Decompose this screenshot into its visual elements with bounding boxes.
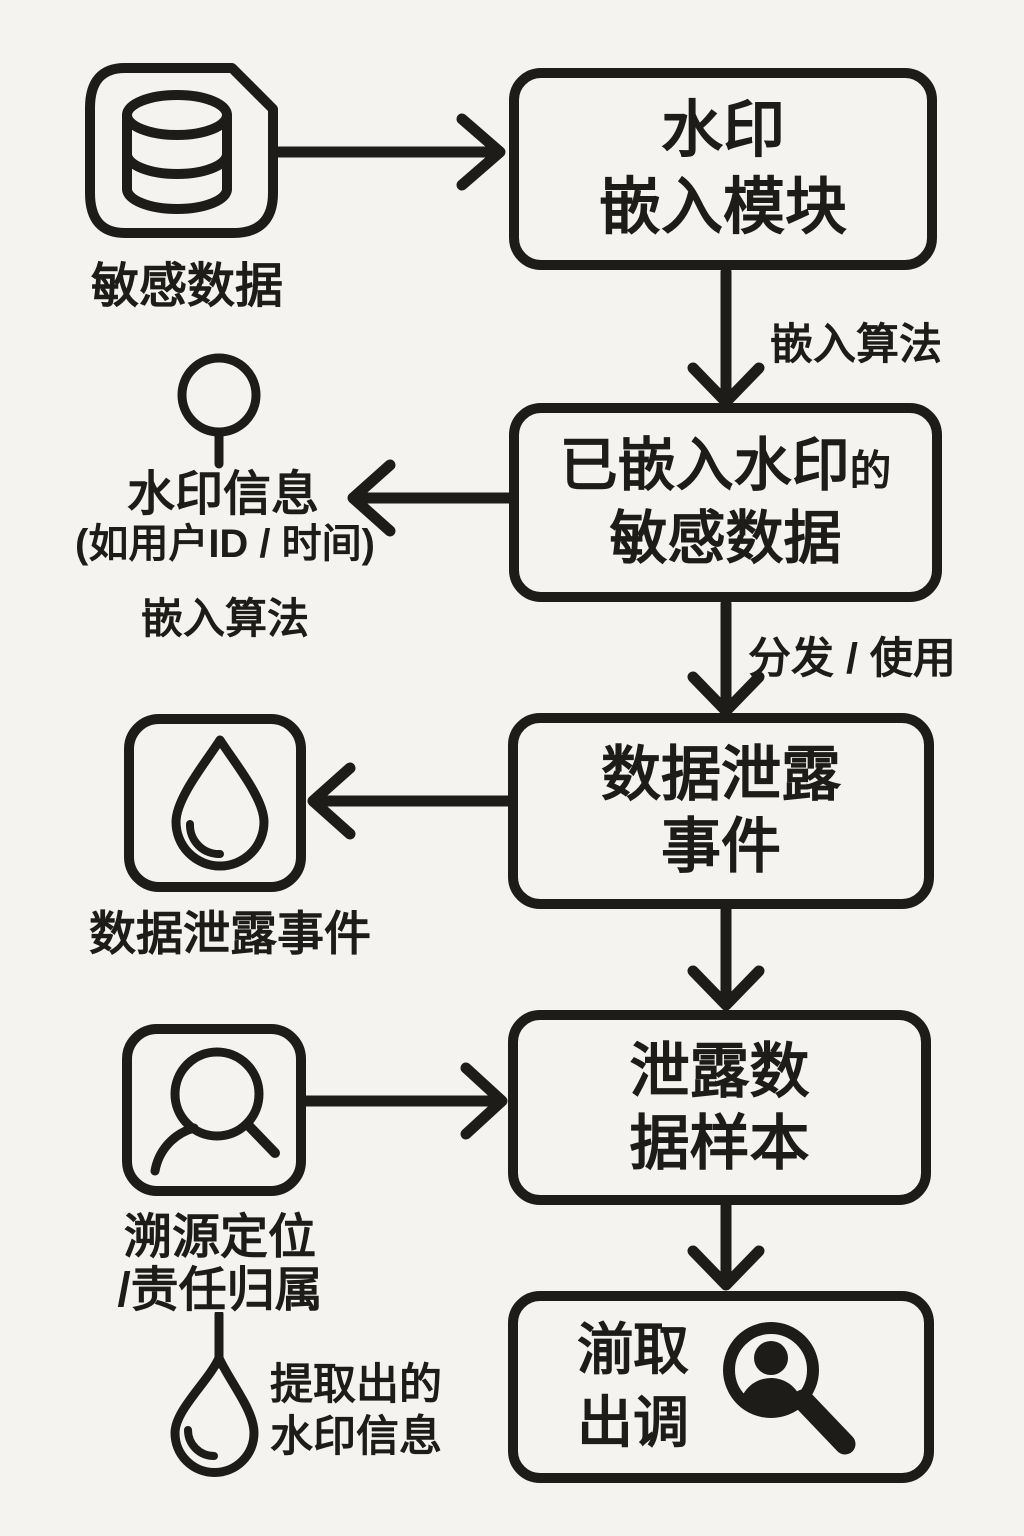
node-leak-event: 数据泄露 事件 bbox=[508, 713, 934, 909]
leak-event-line2: 事件 bbox=[661, 813, 781, 880]
watermark-info-line3: 嵌入算法 bbox=[140, 595, 309, 642]
watermarked-line1: 已嵌入水印的 bbox=[560, 430, 892, 503]
arrow-source-to-embed-module bbox=[272, 113, 506, 191]
watermark-info-line2: (如用户ID / 时间) bbox=[75, 522, 375, 566]
watermarked-line1-suffix: 的 bbox=[849, 447, 892, 494]
edge-label-distribute: 分发 / 使用 bbox=[748, 635, 956, 683]
extract-module-text: 湔取 出调 bbox=[577, 1314, 689, 1460]
source-label: 敏感数据 bbox=[90, 260, 283, 313]
person-search-solid-icon bbox=[723, 1322, 856, 1455]
arrow-watermarked-to-watermark-info bbox=[347, 459, 516, 537]
arrow-leak-sample-to-extract-module bbox=[687, 1200, 765, 1291]
embed-module-line2: 嵌入模块 bbox=[598, 173, 847, 242]
extract-module-line1: 湔取 bbox=[577, 1318, 689, 1382]
leak-event-line1: 数据泄露 bbox=[601, 741, 841, 808]
leak-sample-line1: 泄露数 bbox=[629, 1037, 810, 1105]
database-icon bbox=[85, 63, 278, 238]
hanging-drop-icon bbox=[170, 1312, 259, 1477]
person-search-icon bbox=[122, 1024, 306, 1196]
extracted-line2: 水印信息 bbox=[270, 1413, 442, 1461]
leak-sample-line2: 据样本 bbox=[629, 1109, 810, 1177]
trace-line2: /责任归属 bbox=[117, 1264, 323, 1317]
arrow-embed-module-to-watermarked bbox=[687, 266, 765, 408]
arrow-leak-event-to-leak-sample bbox=[687, 904, 765, 1011]
watermarked-line2: 敏感数据 bbox=[609, 505, 842, 571]
leak-marker-label: 数据泄露事件 bbox=[89, 907, 371, 960]
node-embed-module: 水印 嵌入模块 bbox=[509, 68, 937, 270]
node-watermarked-data: 已嵌入水印的 敏感数据 bbox=[509, 403, 942, 602]
node-leak-sample: 泄露数 据样本 bbox=[508, 1010, 931, 1205]
water-drop-icon bbox=[124, 714, 306, 892]
arrow-trace-to-leak-sample bbox=[300, 1062, 508, 1140]
extract-module-line2: 出调 bbox=[577, 1391, 689, 1454]
watermarked-line1-main: 已嵌入水印 bbox=[559, 433, 850, 498]
node-extract-module: 湔取 出调 bbox=[508, 1291, 934, 1483]
watermark-info-line1: 水印信息 bbox=[126, 468, 319, 521]
arrow-leak-event-to-leak-marker bbox=[307, 762, 515, 840]
circle-pin-icon bbox=[177, 353, 261, 469]
extracted-line1: 提取出的 bbox=[270, 1361, 442, 1409]
edge-label-embed-algorithm: 嵌入算法 bbox=[770, 321, 942, 369]
arrow-watermarked-to-leak-event bbox=[687, 598, 765, 717]
embed-module-line1: 水印 bbox=[660, 95, 785, 165]
trace-line1: 溯源定位 bbox=[123, 1211, 316, 1264]
